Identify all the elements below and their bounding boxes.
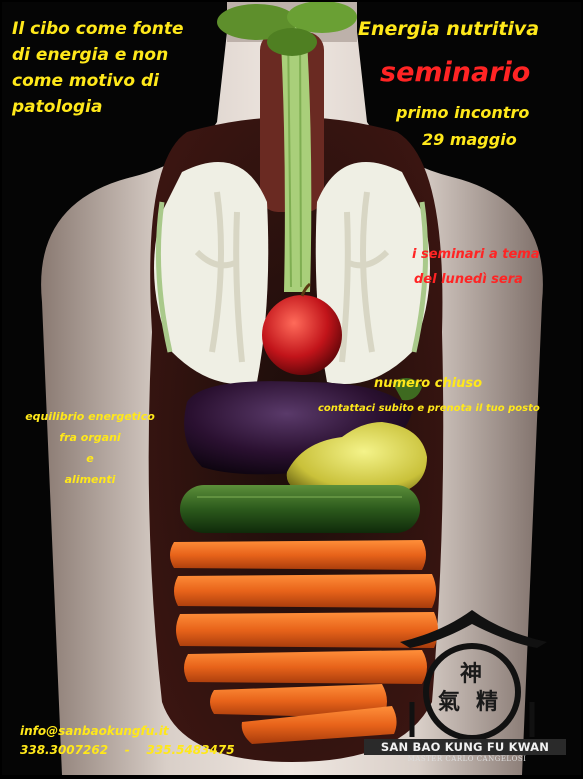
intro-line: Il cibo come fonte [12, 19, 184, 39]
theme-seminars-line: del lunedì sera [414, 272, 523, 287]
balance-line: alimenti [64, 473, 116, 486]
balance-line: equilibrio energetico [25, 410, 155, 423]
intro-line: patologia [12, 97, 103, 117]
master-name: MASTER CARLO CANGELOSI [407, 755, 527, 763]
intro-slogan: Il cibo come fonte di energia e non come… [12, 16, 222, 120]
logo-glyph-right: 精 [476, 689, 499, 715]
contact-call-to-action: contattaci subito e prenota il tuo posto [318, 403, 540, 414]
intro-line: di energia e non [12, 45, 169, 65]
balance-tagline: equilibrio energetico fra organi e alime… [10, 406, 170, 490]
first-meeting: primo incontro [396, 103, 530, 122]
contact-phones: 338.3007262 - 335.5483475 [20, 743, 235, 757]
balance-line: e [86, 452, 94, 465]
school-name: SAN BAO KUNG FU KWAN [364, 739, 566, 755]
logo-glyph-top: 神 [460, 661, 483, 687]
seminar-label: seminario [380, 57, 531, 88]
balance-line: fra organi [59, 431, 121, 444]
phone-separator: - [124, 743, 130, 757]
theme-seminars-line: i seminari a tema [412, 247, 540, 262]
intro-line: come motivo di [12, 71, 159, 91]
meeting-date: 29 maggio [422, 130, 517, 149]
phone-number[interactable]: 338.3007262 [20, 743, 109, 757]
closed-number-notice: numero chiuso [374, 376, 483, 391]
contact-email[interactable]: info@sanbaokungfu.it [20, 724, 169, 738]
kung-fu-logo-mark [400, 610, 547, 741]
logo-glyph-left: 氣 [438, 689, 461, 715]
poster-title: Energia nutritiva [358, 18, 540, 40]
phone-number[interactable]: 335.5483475 [146, 743, 235, 757]
